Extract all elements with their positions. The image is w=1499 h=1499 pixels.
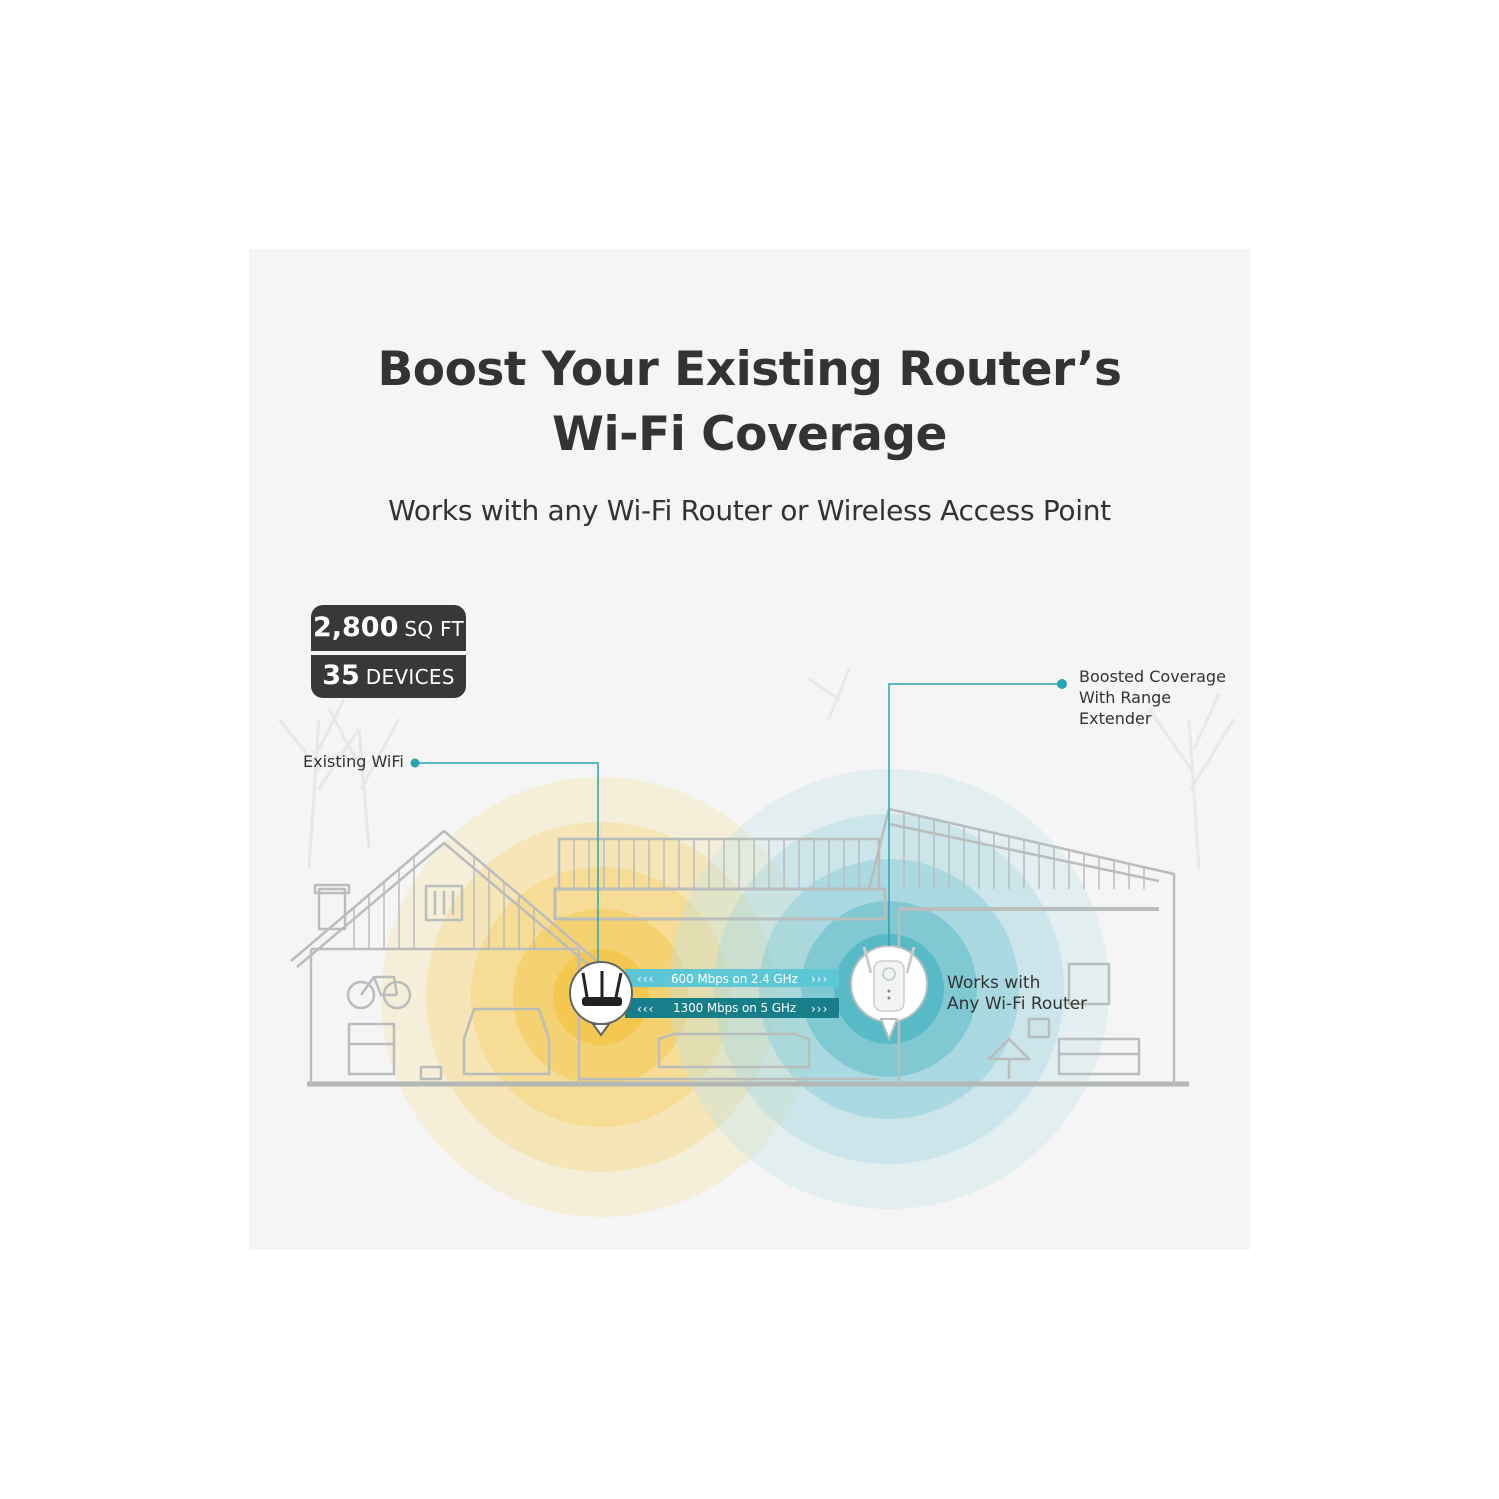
band-5-bar [625,998,839,1018]
house-outline [290,807,1189,1087]
device-count-badge: 35 DEVICES [311,655,466,698]
works-with-line-1: Works with [947,973,1041,993]
boosted-coverage-line-2: With Range [1079,688,1172,707]
existing-wifi-dot [410,758,420,768]
works-with-router-label: Works with Any Wi-Fi Router [947,973,1087,1015]
headline: Boost Your Existing Router’s Wi-Fi Cover… [249,337,1250,467]
infographic-panel: Boost Your Existing Router’s Wi-Fi Cover… [249,249,1250,1250]
band-24-right-arrows: ››› [811,972,829,986]
band-24-bar [625,969,839,987]
band-5-speed-label: 1300 Mbps on 5 GHz [673,1001,797,1015]
extender-pin [850,945,928,1042]
headline-line-1: Boost Your Existing Router’s [377,342,1122,397]
device-count-unit: DEVICES [365,665,455,689]
band-5-left-arrows: ‹‹‹ [637,1002,655,1016]
coverage-area-badge: 2,800 SQ FT [311,605,466,651]
background-trees [277,668,1236,870]
house-coverage-illustration [277,668,1236,1217]
callout-lines [415,683,1062,961]
boosted-coverage-label: Boosted Coverage With Range Extender [1079,666,1249,729]
router-pin [569,961,633,1037]
headline-line-2: Wi-Fi Coverage [552,407,947,462]
band-5-right-arrows: ››› [811,1002,829,1016]
band-24-speed-label: 600 Mbps on 2.4 GHz [671,972,798,986]
coverage-area-value: 2,800 [312,612,399,643]
boosted-coverage-line-1: Boosted Coverage [1079,667,1226,686]
bandwidth-bars [625,969,839,1018]
subheadline: Works with any Wi-Fi Router or Wireless … [388,494,1111,527]
band-24-left-arrows: ‹‹‹ [637,972,655,986]
works-with-line-2: Any Wi-Fi Router [947,994,1088,1014]
boosted-coverage-dot [1057,679,1067,689]
coverage-area-unit: SQ FT [404,617,465,641]
existing-wifi-label: Existing WiFi [303,752,404,771]
device-count-value: 35 [322,660,360,691]
boosted-coverage-line-3: Extender [1079,709,1152,728]
